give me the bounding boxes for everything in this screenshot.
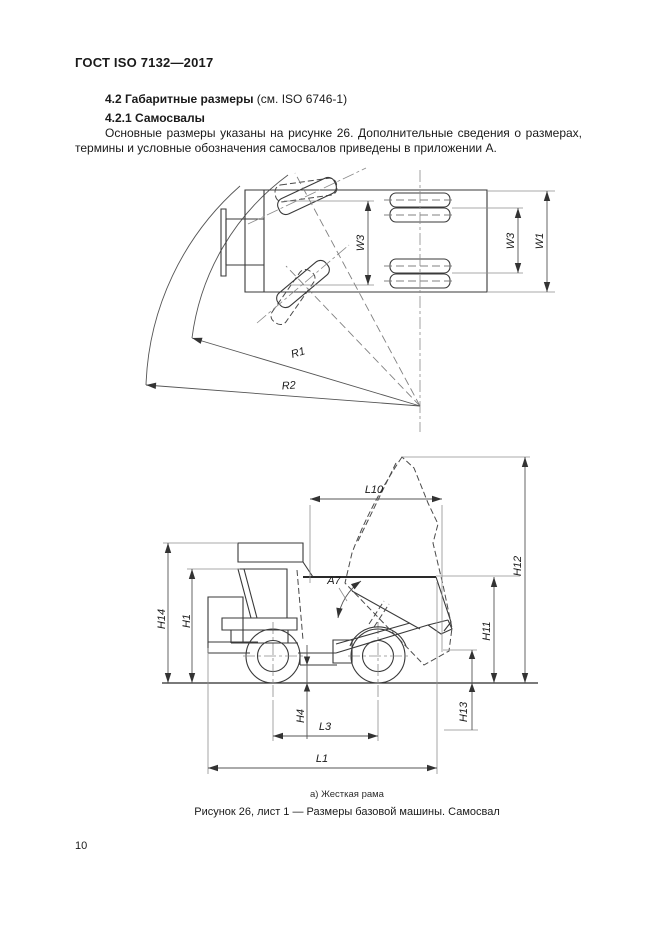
front-wheel-left-ghost — [274, 177, 338, 203]
inner-turn-arc — [191, 174, 289, 339]
cab-base — [221, 617, 298, 644]
length-extensions — [207, 582, 438, 774]
h12-label: H12 — [512, 556, 524, 576]
outer-turn-arc — [145, 185, 241, 386]
rear-fender-arc — [349, 626, 407, 647]
r1-radius-label: R1 — [290, 345, 307, 361]
document-header-title: ГОСТ ISO 7132—2017 — [75, 55, 214, 70]
w3-front-extensions — [284, 200, 374, 286]
w1-overall-width-label: W1 — [534, 233, 546, 250]
a7-angle-arc — [336, 580, 362, 619]
h13-arrow-bottom — [468, 683, 476, 692]
frame-belly — [298, 652, 337, 666]
steering-construction-lines — [285, 172, 421, 407]
h13-label: H13 — [458, 701, 470, 722]
rear-frame — [335, 619, 453, 654]
subsection-heading: 4.2.1 Самосвалы — [105, 111, 205, 125]
top-view-drawing: W3 W3 W1 R1 R2 — [145, 167, 555, 432]
l10-extensions — [309, 505, 443, 652]
page-number: 10 — [75, 840, 88, 852]
a7-leader — [338, 587, 348, 602]
raised-body-details — [357, 462, 397, 628]
a7-angle-label: A7 — [326, 575, 341, 587]
front-frame — [207, 641, 258, 654]
wheel-centerlines — [243, 622, 408, 700]
body-canopy-visor — [237, 542, 314, 578]
front-wheel-right-ghost — [270, 268, 316, 326]
hidden-body-front-edge — [296, 569, 304, 641]
body-paragraph: Основные размеры указаны на рисунке 26. … — [75, 126, 582, 155]
section-heading-reference: (см. ISO 6746-1) — [253, 92, 348, 106]
w3-rear-extensions — [452, 207, 523, 274]
h4-arrow-down — [303, 656, 311, 665]
section-heading-title: 4.2 Габаритные размеры — [105, 92, 254, 106]
side-view-drawing: A7 H14 H1 H4 H13 H11 H12 — [156, 456, 538, 774]
wheel-axis-centerlines — [247, 167, 367, 324]
w3-front-track-label: W3 — [355, 234, 367, 251]
w3-rear-track-label: W3 — [505, 232, 517, 249]
frame-box — [332, 639, 353, 664]
cab — [237, 568, 288, 619]
h14-h1-extensions — [163, 542, 240, 570]
rear-axle-dashes — [384, 199, 452, 282]
l3-label: L3 — [319, 721, 332, 733]
figure-variant-caption: а) Жесткая рама — [310, 789, 384, 800]
h4-label: H4 — [295, 709, 307, 723]
h4-arrow-up — [303, 683, 311, 692]
h11-label: H11 — [481, 621, 493, 640]
l10-label: L10 — [365, 484, 384, 496]
h1-label: H1 — [181, 614, 193, 628]
engine-hood — [207, 596, 244, 643]
r2-radius-label: R2 — [281, 380, 296, 393]
w1-extensions — [487, 190, 555, 293]
r2-radius-line — [145, 382, 421, 407]
l1-label: L1 — [316, 753, 328, 765]
section-heading: 4.2 Габаритные размеры (см. ISO 6746-1) — [105, 92, 347, 106]
r1-radius-line — [191, 337, 421, 407]
h13-arrow-top — [468, 650, 476, 659]
front-plate — [220, 208, 227, 277]
h14-label: H14 — [156, 609, 168, 629]
figure-caption: Рисунок 26, лист 1 — Размеры базовой маш… — [194, 806, 500, 818]
